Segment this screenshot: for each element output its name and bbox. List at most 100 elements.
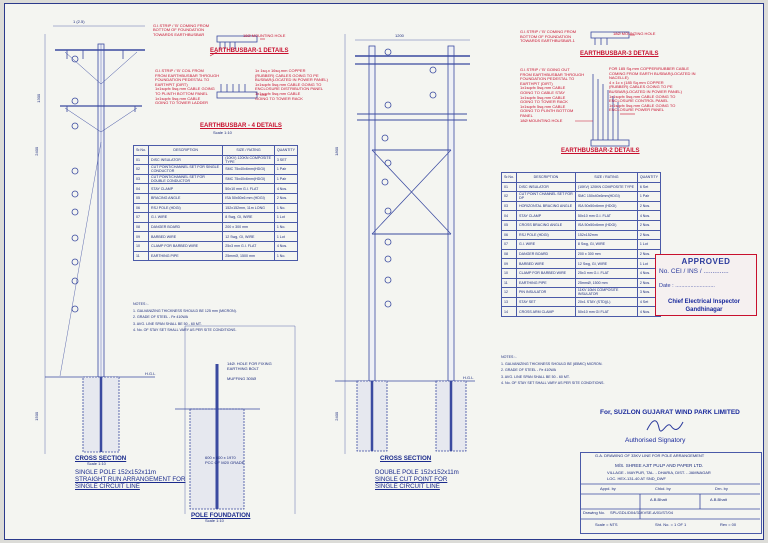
cell: STAY CLAMP <box>516 210 576 221</box>
cell: 07 <box>133 212 149 223</box>
cell: CLAMP FOR BARBED WIRE <box>147 240 224 252</box>
dim-top-left: 1 (2.5) <box>73 19 85 24</box>
cell: 1 Lot <box>636 239 662 250</box>
cell: 09 <box>501 258 517 269</box>
dim-mid-1: 1800 <box>334 146 340 156</box>
cell: ISA 50x50x6mm (HDGI) <box>574 200 638 212</box>
cell: 2 Nos. <box>636 200 662 212</box>
earthbus4-title: EARTHBUSBAR - 4 DETAILS <box>200 123 282 129</box>
cell: EARTHING PIPE <box>516 277 576 289</box>
cell: 152x152mm <box>574 229 638 241</box>
bom-table-single-pole: Sr.No. DESCRIPTION SIZE / RATING QUANTIT… <box>133 145 299 262</box>
cell: 6 Set <box>636 181 662 193</box>
cell: 13 <box>501 296 517 308</box>
cell: CUT POINT/CHANNEL SET FOR DOUBLE CONDUCT… <box>147 173 224 185</box>
foundation-title: POLE FOUNDATION <box>191 512 251 519</box>
section1-cross-label: CROSS SECTION <box>75 455 127 462</box>
cell: CUT POINT/CHANNEL SET FOR SINGLE CONDUCT… <box>147 164 224 175</box>
cell: 200 x 300 mm <box>574 248 638 260</box>
cell: 152x152mm, 11m LONG <box>222 202 275 214</box>
cell: SMC 75x40x6mm(HDGI) <box>222 173 275 185</box>
cell: 01 <box>501 181 517 193</box>
cell: 20x1 STAY (STD)(L) <box>574 296 638 308</box>
cell: 10 <box>133 240 149 252</box>
cell: 2 Nos. <box>636 219 662 231</box>
cell: 25mmØ, 1500 mm <box>574 277 638 289</box>
cell: 04 <box>501 210 517 221</box>
earthbus1-hole-label: 18Ø MOUNTING HOLE <box>243 33 286 38</box>
tb-col-prepared: Appd. by <box>600 486 616 491</box>
cell: BARBED WIRE <box>516 258 576 269</box>
cell: 1 Lot <box>273 231 299 242</box>
tb-col-checked: Chkd. by <box>655 486 671 491</box>
cell: 08 <box>133 221 149 233</box>
col-header: DESCRIPTION <box>147 145 224 156</box>
stamp-number: No. CEI / INS / .............. <box>659 268 729 275</box>
cell: DANGER BOARD <box>516 248 576 260</box>
section1-scale: Scale 1:10 <box>87 461 106 466</box>
cell: CROSS ARM CLAMP <box>516 306 576 317</box>
cell: SMC 75x40x6mm(HDGI) <box>222 164 275 175</box>
cell: DISC INSULATOR <box>516 181 576 193</box>
cell: STAY CLAMP <box>147 183 224 194</box>
cell: 01 <box>133 154 149 166</box>
notes-double-pole: NOTES :- 1. GALVANIZING THICKNESS SHOULD… <box>501 355 605 385</box>
cell: 12 <box>501 287 517 298</box>
cell: 4 Nos. <box>273 183 299 194</box>
title-block <box>580 452 762 534</box>
cell: 25mmØ, 1500 mm <box>222 250 275 262</box>
stamp-approved: APPROVED <box>681 257 731 266</box>
hgl-label-1: H.G.L <box>145 371 156 376</box>
stamp-date: Date : .......................... <box>659 283 715 289</box>
tb-drawing-title: G.A. DRAWING OF 33KV LINE FOR POLE ARRAN… <box>595 453 705 458</box>
cell: 06 <box>501 229 517 241</box>
tb-address2: LOC. HEX-131-40 AT SND_DWF <box>607 476 666 481</box>
cell: (10KV) 120KN COMPOSITE TYPE <box>574 181 638 193</box>
earthbus3-title: EARTHBUSBAR-3 DETAILS <box>580 51 659 57</box>
cell: 50x10 mm G.I. FLAT <box>222 183 275 194</box>
cell: 11 <box>501 277 517 289</box>
foundation-dims: 600 x 600 x 1970 PCC OF M20 GRADE <box>205 455 245 465</box>
cell: 02 <box>133 164 149 175</box>
signatory-title: Authorised Signatory <box>625 437 686 444</box>
cell: CROSS BRACING ANGLE <box>516 219 576 231</box>
earthbus1-left-notes: G.I.STRIP / 'B' COMING FROM BOTTOM OF FO… <box>153 23 210 37</box>
cell: 1 Pair <box>273 164 299 175</box>
earthbus4-right-notes: 1x 1sq.x 16sq.mm COPPER (RUBBER) CABLES … <box>255 68 328 101</box>
earthbus3-hole-label: 18Ø MOUNTING HOLE <box>613 31 656 36</box>
dim-left-3: 1500 <box>34 411 40 421</box>
cell: BRACING ANGLE <box>147 192 224 204</box>
cell: CLAMP FOR BARBED WIRE <box>516 267 576 279</box>
cell: 1 No. <box>273 221 299 233</box>
cell: 4 Nos. <box>273 240 299 252</box>
notes-single-pole: NOTES :- 1. GALVANIZING THICKNESS SHOULD… <box>133 302 237 332</box>
cell: 03 <box>133 173 149 185</box>
bom-table-double-pole: Sr.No. DESCRIPTION SIZE / RATING QUANTIT… <box>501 172 662 317</box>
cell: 4 Nos. <box>636 210 662 221</box>
tb-drawing-no-label: Drawing No. <box>583 510 606 515</box>
cell: 1 Lot <box>273 212 299 223</box>
col-header: DESCRIPTION <box>516 172 576 183</box>
cell: PIN INSULATOR <box>516 287 576 298</box>
dim-top-middle: 1200 <box>395 33 404 38</box>
cell: 50x10 mm G.I. FLAT <box>574 210 638 221</box>
tb-drawn-by-1: A.B.Bhatt <box>650 497 667 502</box>
approval-stamp: APPROVED No. CEI / INS / .............. … <box>655 254 757 316</box>
cell: 3 SET <box>273 154 299 166</box>
earthbus1-title: EARTHBUSBAR-1 DETAILS <box>210 48 289 54</box>
col-header: Sr.No. <box>133 145 149 156</box>
